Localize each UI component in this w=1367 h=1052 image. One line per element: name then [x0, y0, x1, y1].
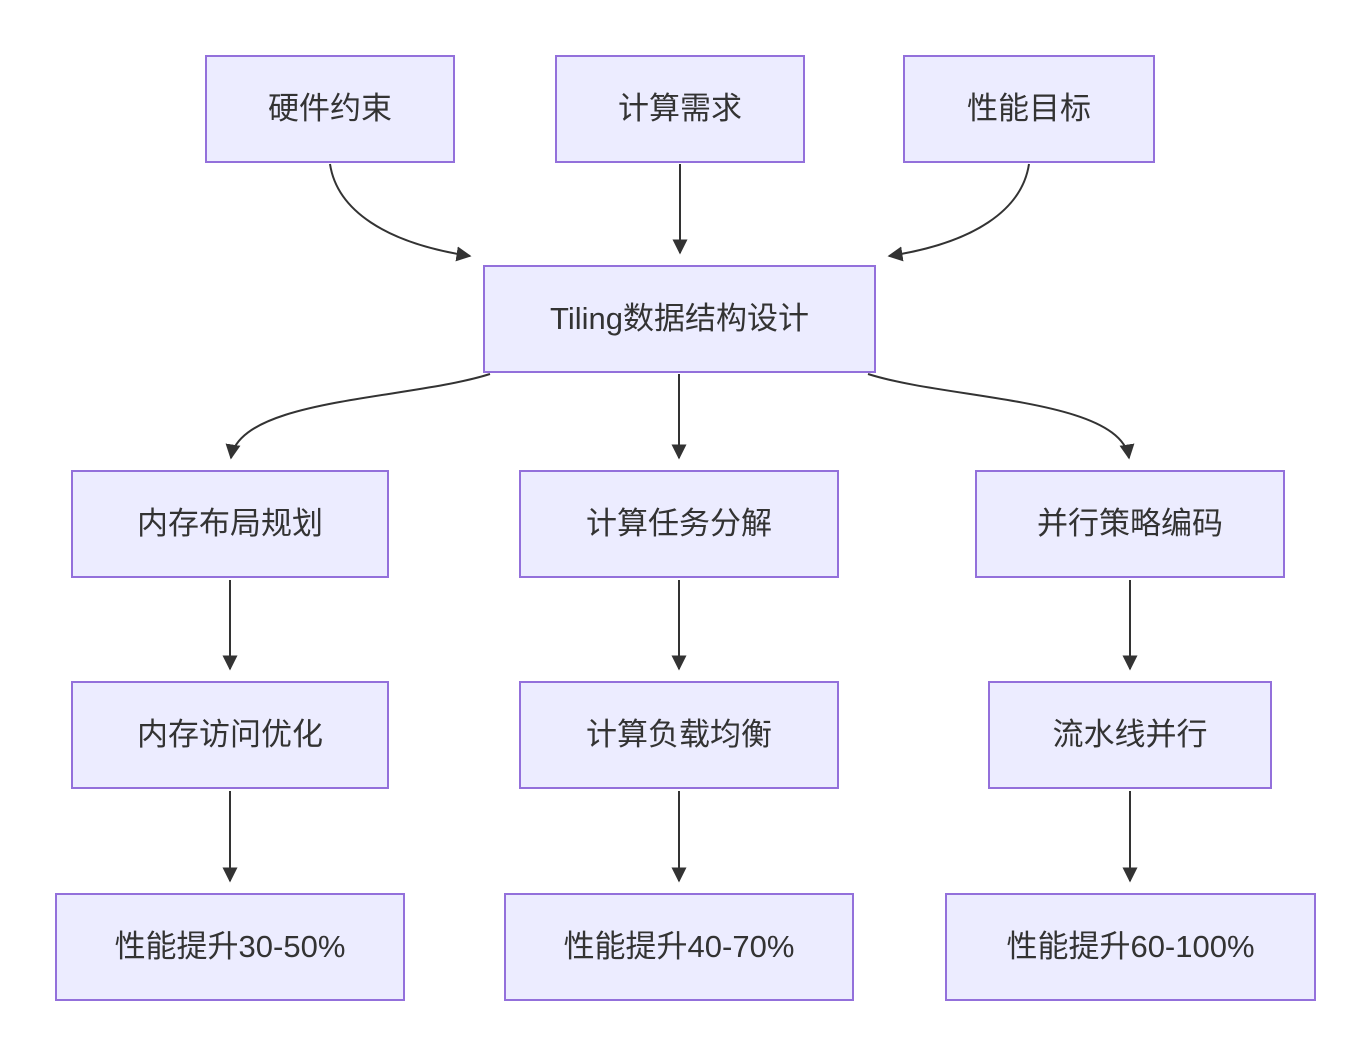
node-tiling-data-structure-design: Tiling数据结构设计 [483, 265, 876, 373]
node-label: 内存布局规划 [137, 506, 323, 542]
node-label: 并行策略编码 [1037, 506, 1223, 542]
node-performance-gain-60-100: 性能提升60-100% [945, 893, 1316, 1001]
node-label: 流水线并行 [1052, 717, 1208, 753]
node-pipeline-parallelism: 流水线并行 [988, 681, 1272, 789]
edge-perf-to-tiling [887, 163, 1030, 262]
node-label: Tiling数据结构设计 [550, 301, 809, 337]
node-label: 计算任务分解 [586, 506, 772, 542]
edge-hw-to-tiling [329, 163, 472, 262]
node-label: 性能提升40-70% [563, 929, 795, 965]
edge-tiling-to-mem-layout [225, 373, 491, 460]
node-compute-load-balancing: 计算负载均衡 [519, 681, 839, 789]
node-memory-access-optimization: 内存访问优化 [71, 681, 389, 789]
node-compute-requirements: 计算需求 [555, 55, 805, 163]
node-label: 性能目标 [967, 91, 1091, 127]
node-performance-gain-40-70: 性能提升40-70% [504, 893, 854, 1001]
node-performance-gain-30-50: 性能提升30-50% [55, 893, 405, 1001]
node-memory-layout-planning: 内存布局规划 [71, 470, 389, 578]
node-parallel-strategy-encoding: 并行策略编码 [975, 470, 1285, 578]
node-label: 计算需求 [618, 91, 742, 127]
node-label: 性能提升30-50% [114, 929, 346, 965]
node-label: 内存访问优化 [137, 717, 323, 753]
edge-tiling-to-parallel [867, 373, 1135, 460]
node-label: 硬件约束 [268, 91, 392, 127]
node-label: 性能提升60-100% [1006, 929, 1255, 965]
node-performance-goals: 性能目标 [903, 55, 1155, 163]
node-label: 计算负载均衡 [586, 717, 772, 753]
node-compute-task-decomposition: 计算任务分解 [519, 470, 839, 578]
node-hardware-constraints: 硬件约束 [205, 55, 455, 163]
